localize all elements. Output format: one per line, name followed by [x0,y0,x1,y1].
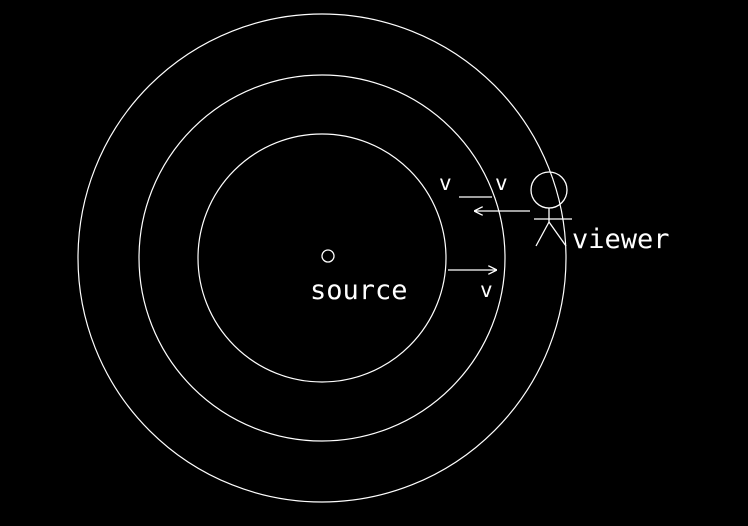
wavefronts [77,13,567,503]
stick-figure-icon [530,171,572,247]
viewer-head [530,171,568,209]
viewer-label: viewer [572,224,670,255]
source-label: source [310,275,408,306]
source-point-icon [321,249,335,263]
wavefront-outer [77,13,567,503]
wave-velocity-label-bottom: v [480,278,493,302]
wavefront-middle [138,74,506,442]
viewer-right-leg [548,221,567,247]
viewer-left-leg [535,221,550,247]
viewer-velocity-label: v [439,171,452,195]
wavefront-inner [197,133,447,383]
wave-velocity-label-top: v [495,171,508,195]
